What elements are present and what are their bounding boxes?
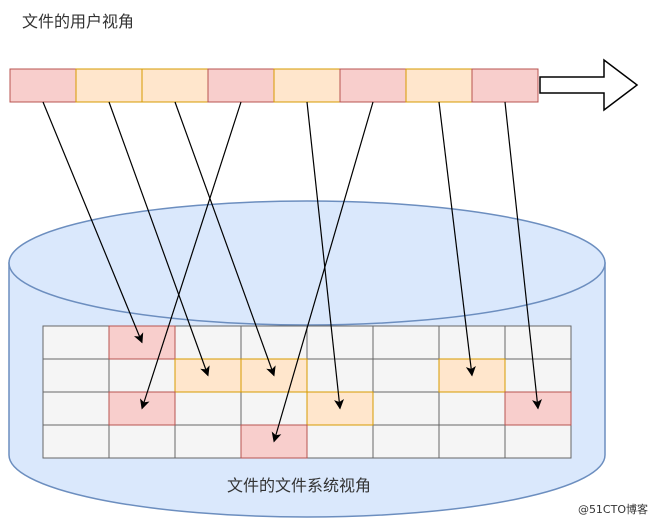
grid-cell-empty: [42, 325, 110, 360]
fs-view-title: 文件的文件系统视角: [227, 476, 371, 495]
grid-cell-empty: [372, 424, 440, 459]
mapping-arrows: [42, 101, 543, 443]
grid-cell-empty: [42, 424, 110, 459]
grid-cell-empty: [174, 391, 242, 426]
sequence-arrow-icon: [539, 58, 639, 112]
mapping-arrow-1: [108, 101, 210, 377]
strip-block-pink: [9, 68, 77, 103]
grid-cell-empty: [42, 391, 110, 426]
user-block-strip: [9, 68, 539, 103]
grid-cell-empty: [42, 358, 110, 393]
mapping-arrow-2: [174, 101, 276, 377]
grid-cell-empty: [372, 325, 440, 360]
grid-cell-empty: [504, 424, 572, 459]
strip-block-peach: [405, 68, 473, 103]
strip-block-peach: [75, 68, 143, 103]
grid-cell-empty: [372, 391, 440, 426]
disk-top: [8, 200, 606, 326]
grid-cell-empty: [504, 358, 572, 393]
grid-cell-empty: [306, 358, 374, 393]
mapping-arrow-6: [438, 101, 476, 377]
filesystem-block-grid: [42, 325, 572, 459]
strip-block-pink: [339, 68, 407, 103]
grid-cell-empty: [504, 325, 572, 360]
mapping-arrow-4: [306, 101, 345, 410]
grid-cell-empty: [108, 358, 176, 393]
grid-cell-empty: [306, 325, 374, 360]
grid-cell-empty: [372, 358, 440, 393]
grid-cell-empty: [438, 325, 506, 360]
grid-cell-empty: [438, 391, 506, 426]
watermark-text: @51CTO博客: [578, 502, 648, 516]
mapping-arrow-3: [140, 101, 242, 410]
grid-cell-empty: [174, 424, 242, 459]
mapping-arrow-5: [271, 101, 374, 443]
grid-cell-empty: [240, 391, 308, 426]
grid-cell-empty: [438, 424, 506, 459]
strip-block-pink: [471, 68, 539, 103]
grid-cell-empty: [174, 325, 242, 360]
strip-block-peach: [273, 68, 341, 103]
user-view-title: 文件的用户视角: [22, 12, 134, 31]
mapping-arrow-0: [42, 101, 144, 344]
grid-cell-empty: [108, 424, 176, 459]
strip-block-pink: [207, 68, 275, 103]
strip-block-peach: [141, 68, 209, 103]
grid-cell-empty: [306, 424, 374, 459]
mapping-arrow-7: [504, 101, 543, 410]
grid-cell-empty: [240, 325, 308, 360]
